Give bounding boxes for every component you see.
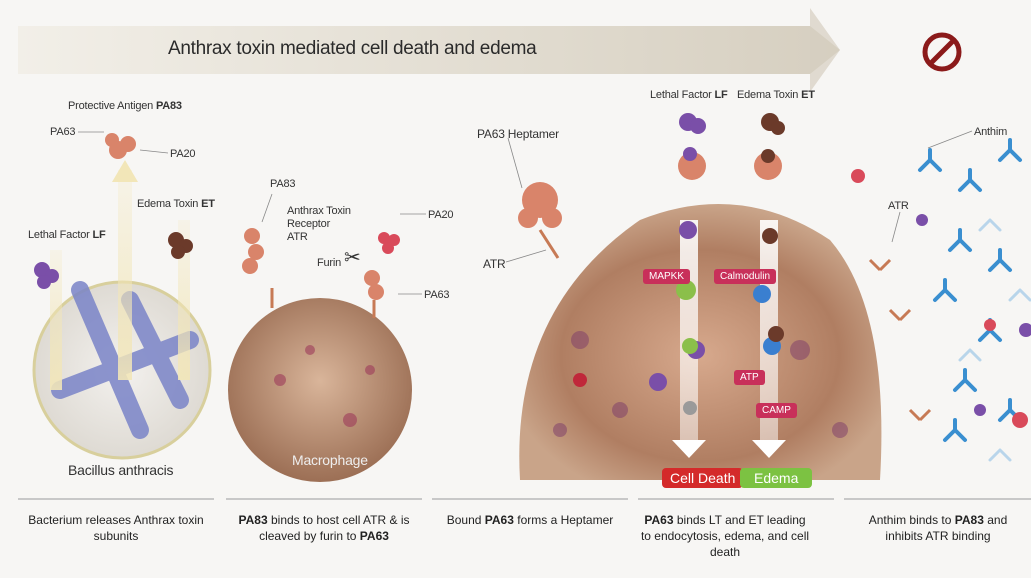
caption-4-bold: PA63 — [644, 513, 673, 527]
divider-4 — [638, 498, 834, 500]
caption-2-bold-b: PA63 — [360, 529, 389, 543]
caption-3-pre: Bound — [447, 513, 485, 527]
divider-1 — [18, 498, 214, 500]
caption-4: PA63 binds LT and ET leading to endocyto… — [640, 512, 810, 560]
caption-3-bold: PA63 — [485, 513, 514, 527]
divider-5 — [844, 498, 1031, 500]
divider-3 — [432, 498, 628, 500]
caption-2: PA83 binds to host cell ATR & is cleaved… — [226, 512, 422, 544]
caption-1: Bacterium releases Anthrax toxin subunit… — [18, 512, 214, 544]
caption-3-post: forms a Heptamer — [514, 513, 613, 527]
caption-2-bold-a: PA83 — [239, 513, 268, 527]
caption-5: Anthim binds to PA83 and inhibits ATR bi… — [850, 512, 1026, 544]
divider-2 — [226, 498, 422, 500]
caption-3: Bound PA63 forms a Heptamer — [432, 512, 628, 528]
caption-5-bold: PA83 — [955, 513, 984, 527]
caption-5-pre: Anthim binds to — [869, 513, 955, 527]
